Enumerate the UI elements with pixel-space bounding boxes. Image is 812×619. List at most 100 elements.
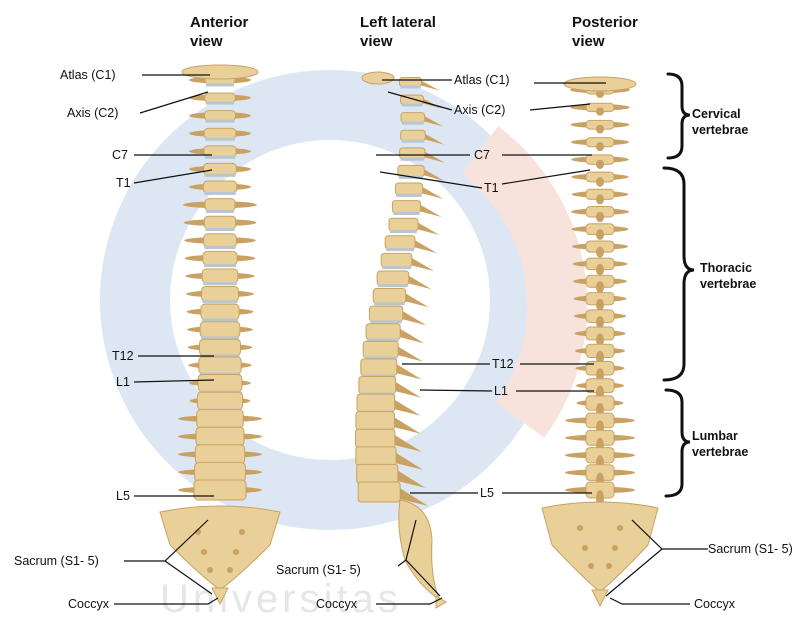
intervertebral-disc — [205, 138, 235, 141]
intervertebral-disc — [386, 248, 414, 251]
spinous-process — [596, 264, 604, 275]
view-headings: Anterior view Left lateral view Posterio… — [190, 14, 642, 50]
intervertebral-disc — [204, 264, 236, 267]
intervertebral-disc — [205, 156, 235, 159]
intervertebral-disc — [402, 104, 423, 107]
vertebral-body — [356, 429, 395, 448]
anterior-axis-label: Axis (C2) — [67, 106, 118, 120]
sacral-foramen — [612, 545, 618, 551]
vertebral-body — [377, 271, 409, 285]
region-brackets — [664, 74, 694, 496]
lateral-t12-label: T12 — [492, 357, 514, 371]
posterior-labels: Sacrum (S1- 5) Coccyx — [694, 542, 793, 611]
heading-lateral: Left lateral view — [360, 14, 440, 50]
sacral-foramen — [201, 549, 207, 555]
anterior-coccyx-label: Coccyx — [68, 597, 110, 611]
spinous-process — [416, 221, 439, 235]
intervertebral-disc — [206, 84, 234, 87]
vertebral-body — [204, 234, 237, 247]
vertebral-body — [202, 269, 238, 283]
sacral-foramen — [577, 525, 583, 531]
vertebral-body — [400, 148, 425, 159]
anterior-t1-label: T1 — [116, 176, 131, 190]
coccyx — [592, 590, 608, 606]
spinous-process — [392, 416, 420, 434]
vertebral-body — [359, 376, 396, 393]
intervertebral-disc — [202, 318, 238, 321]
intervertebral-disc — [374, 302, 404, 305]
spinous-process — [596, 194, 604, 204]
vertebral-body — [203, 181, 236, 193]
spinous-process — [596, 229, 604, 240]
vertebral-body — [196, 427, 244, 446]
intervertebral-disc — [206, 210, 234, 213]
vertebral-body — [205, 93, 236, 102]
posterior-sacrum-label: Sacrum (S1- 5) — [708, 542, 793, 556]
thoracic-label: Thoracic vertebrae — [700, 261, 756, 291]
anterior-t12-label: T12 — [112, 349, 134, 363]
spinous-process — [596, 299, 604, 311]
anterior-l5-label: L5 — [116, 489, 130, 503]
spinous-process — [596, 142, 604, 151]
spinous-process — [596, 160, 604, 169]
vertebral-body — [401, 130, 426, 140]
atlas-vertebra — [362, 72, 394, 84]
lateral-c7-label: C7 — [474, 148, 490, 162]
vertebral-body — [204, 111, 235, 121]
spinous-process — [596, 212, 604, 222]
spinous-process — [401, 310, 427, 325]
intervertebral-disc — [378, 284, 408, 287]
spinous-process — [596, 125, 604, 134]
vertebral-body — [199, 357, 241, 374]
sacral-foramen — [233, 549, 239, 555]
lumbar-label: Lumbar vertebrae — [692, 429, 748, 459]
vertebral-body — [201, 304, 239, 319]
vertebral-body — [202, 287, 239, 302]
intervertebral-disc — [205, 120, 234, 123]
sacrum — [399, 500, 440, 600]
anterior-l1-label: L1 — [116, 375, 130, 389]
anterior-c7-label: C7 — [112, 148, 128, 162]
vertebral-body — [205, 199, 235, 211]
vertebral-body — [381, 253, 412, 267]
spinous-process — [419, 80, 439, 91]
sacral-foramen — [617, 525, 623, 531]
heading-posterior: Posterior view — [572, 14, 642, 50]
vertebral-body — [195, 462, 246, 482]
vertebral-body — [366, 324, 400, 340]
vertebral-body — [358, 482, 400, 502]
spinous-process — [596, 107, 604, 115]
atlas-vertebra — [564, 77, 636, 91]
posterior-coccyx-label: Coccyx — [694, 597, 736, 611]
lumbar-bracket — [666, 390, 690, 496]
heading-anterior: Anterior view — [190, 14, 253, 50]
vertebral-body — [385, 236, 415, 249]
intervertebral-disc — [205, 246, 236, 249]
spinous-process — [395, 363, 422, 379]
anterior-atlas-label: Atlas (C1) — [60, 68, 116, 82]
spinous-process — [398, 328, 424, 344]
intervertebral-disc — [396, 194, 421, 197]
intervertebral-disc — [390, 230, 417, 233]
vertebral-body — [356, 412, 395, 430]
spinous-process — [410, 257, 434, 271]
spinous-process — [596, 177, 604, 187]
vertebral-body — [195, 445, 244, 464]
intervertebral-disc — [206, 102, 235, 105]
sacrum — [542, 502, 658, 592]
region-labels: Cervical vertebrae Thoracic vertebrae Lu… — [692, 107, 756, 459]
vertebral-body — [373, 289, 405, 304]
lateral-t1-label: T1 — [484, 181, 499, 195]
spinous-process — [413, 239, 437, 253]
spinous-process — [596, 281, 604, 293]
vertebral-body — [356, 447, 396, 466]
coccyx — [436, 596, 446, 608]
vertebral-body — [204, 128, 236, 138]
vertebral-body — [198, 374, 242, 391]
sacral-foramen — [588, 563, 594, 569]
vertebral-body — [361, 359, 397, 376]
intervertebral-disc — [370, 320, 401, 323]
sacral-foramen — [606, 563, 612, 569]
vertebral-body — [204, 163, 237, 174]
